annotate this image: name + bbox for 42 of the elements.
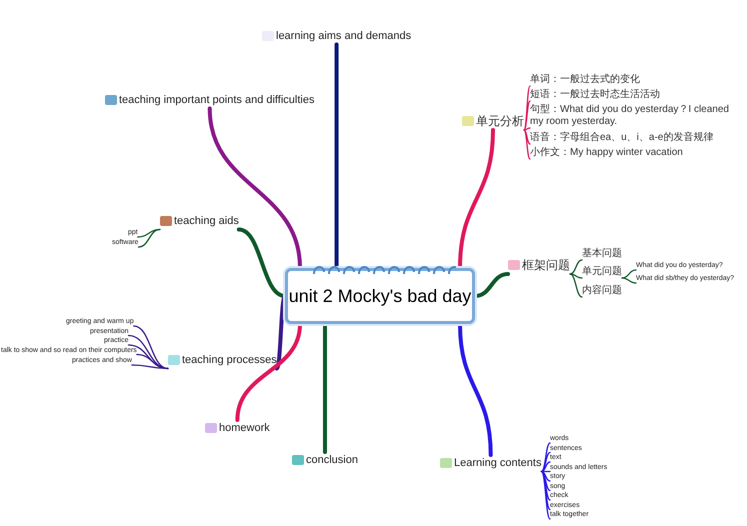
branch-line: [540, 470, 551, 472]
branch-line: [128, 334, 169, 370]
subtopic: 小作文：My happy winter vacation: [530, 147, 683, 159]
branch-line: [523, 100, 531, 131]
branch-topic: teaching important points and difficulties: [119, 93, 314, 108]
subtopic: 句型：What did you do yesterday？I cleaned my room yesterday.: [530, 104, 730, 128]
branch-topic: teaching processes: [182, 353, 277, 368]
branch-topic: 框架问题: [522, 257, 570, 274]
subtopic: 基本问题: [582, 248, 622, 260]
branch-line: [540, 470, 551, 492]
branch-line: [540, 470, 551, 520]
branch-line: [523, 129, 531, 160]
branch-line: [540, 461, 551, 472]
subtopic: 内容问题: [582, 285, 622, 297]
branch-topic: teaching aids: [174, 214, 239, 229]
branch-topic: 单元分析: [476, 113, 524, 130]
branch-line: [621, 277, 637, 284]
branch-line: [540, 442, 551, 472]
branch-topic: learning aims and demands: [276, 29, 412, 44]
branch-line: [569, 273, 583, 298]
branch-topic: conclusion: [306, 453, 358, 468]
branch-line: [131, 364, 169, 370]
branch-topic: homework: [219, 421, 270, 436]
branch-line: [133, 325, 169, 370]
branch-line: [523, 129, 531, 145]
branch-line: [540, 452, 551, 472]
central-topic-box: [285, 268, 475, 324]
branch-line: [569, 259, 583, 275]
branch-line: [540, 470, 551, 501]
central-topic-text: unit 2 Mocky's bad day: [288, 284, 472, 308]
subtopic: 单词：一般过去式的变化: [530, 74, 640, 86]
subtopic: 短语：一般过去时态生活活动: [530, 89, 660, 101]
subtopic: 单元问题: [582, 266, 622, 278]
branch-line: [621, 269, 637, 279]
branch-line: [540, 470, 551, 510]
branch-topic: Learning contents: [454, 456, 542, 471]
branch-line: [523, 127, 531, 131]
branch-line: [540, 470, 551, 482]
branch-line: [138, 228, 161, 248]
branch-line: [569, 273, 583, 279]
subtopic: 语音：字母组合ea、u、i、a-e的发音规律: [530, 132, 714, 144]
branch-line: [136, 354, 169, 370]
